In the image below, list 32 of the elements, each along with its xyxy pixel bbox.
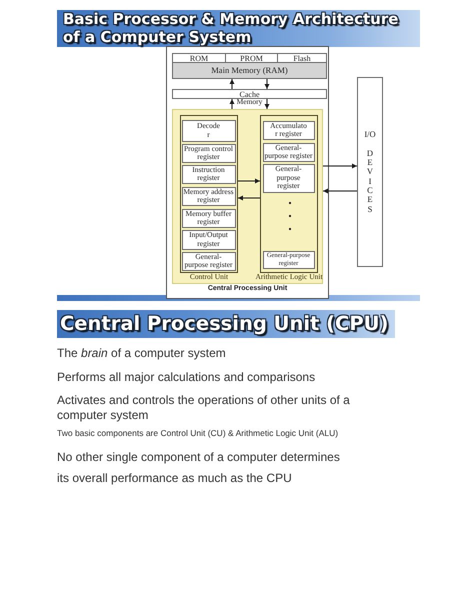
- arrow: [230, 78, 234, 90]
- box-label: PROM: [240, 54, 263, 62]
- io-devices-box: [357, 77, 383, 267]
- arrow: [322, 188, 358, 194]
- body-text: The brain of a computer system: [57, 346, 226, 360]
- memory-box: [277, 53, 327, 63]
- register-box: [262, 120, 314, 140]
- arrow: [230, 98, 234, 110]
- arrow: [322, 164, 358, 168]
- arrow: [238, 196, 260, 200]
- register-box: [262, 250, 314, 268]
- arrow: [238, 178, 260, 184]
- body-text: Activates and controls the operations of other units of a computer system: [57, 393, 351, 422]
- title-banner: Basic Processor & Memory Architecture of a Computer System: [57, 10, 420, 47]
- body-text: Performs all major calculations and comparisons: [57, 370, 316, 384]
- io-label: I/O DEVICES: [364, 130, 376, 214]
- register-box: [182, 120, 236, 142]
- note-text: Two basic components are Control Unit (CU) & Arithmetic Logic Unit (ALU): [57, 428, 338, 439]
- body-text: No other single component of a computer determines: [57, 450, 340, 464]
- main-memory-box: [172, 62, 327, 79]
- register-box: [182, 208, 236, 228]
- box-label: Flash: [293, 54, 311, 62]
- box-label: ROM: [190, 54, 208, 62]
- register-box: [262, 164, 314, 192]
- arrow: [264, 78, 270, 90]
- box-label: Cache: [240, 90, 260, 98]
- section-heading-banner: Central Processing Unit (CPU): [57, 310, 395, 338]
- box-label: Main Memory (RAM): [211, 66, 288, 76]
- body-text: its overall performance as much as the CPU: [57, 471, 292, 486]
- register-box: [182, 230, 236, 250]
- register-box: [182, 164, 236, 184]
- arrow: [264, 98, 270, 110]
